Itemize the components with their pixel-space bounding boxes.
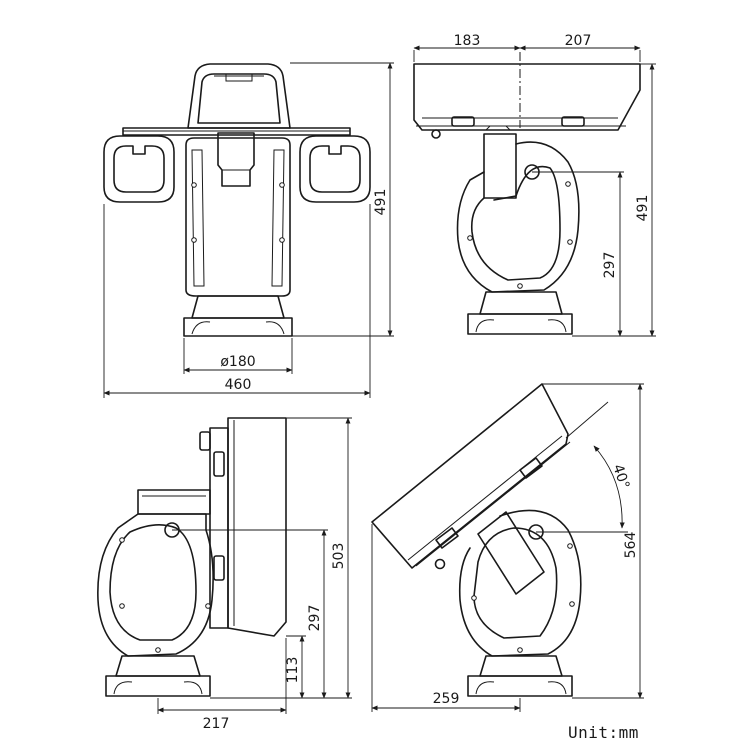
up-pivot-height-label: 297 — [307, 605, 323, 632]
side-pivot-height-label: 297 — [602, 252, 618, 279]
side-height-label: 491 — [635, 195, 651, 222]
front-base-diameter-label: ø180 — [220, 354, 255, 370]
front-height-label: 491 — [373, 189, 389, 216]
unit-label: Unit:mm — [568, 723, 639, 742]
tilt-height-label: 564 — [623, 532, 639, 559]
tilt-depth-label: 259 — [433, 691, 460, 707]
side-view-up: 503 297 113 217 — [97, 417, 352, 732]
front-width-label: 460 — [225, 377, 252, 393]
up-depth-label: 217 — [203, 716, 230, 732]
up-base-height-label: 113 — [285, 657, 301, 684]
side-top-right-label: 207 — [565, 33, 592, 49]
side-top-left-label: 183 — [454, 33, 481, 49]
front-view: 491 ø180 460 — [103, 62, 394, 398]
tilt-angle-label: 40° — [609, 462, 632, 491]
up-height-label: 503 — [331, 543, 347, 570]
side-view: 183 207 491 297 — [413, 33, 656, 337]
side-view-tilt: 40° 564 259 — [371, 383, 644, 712]
